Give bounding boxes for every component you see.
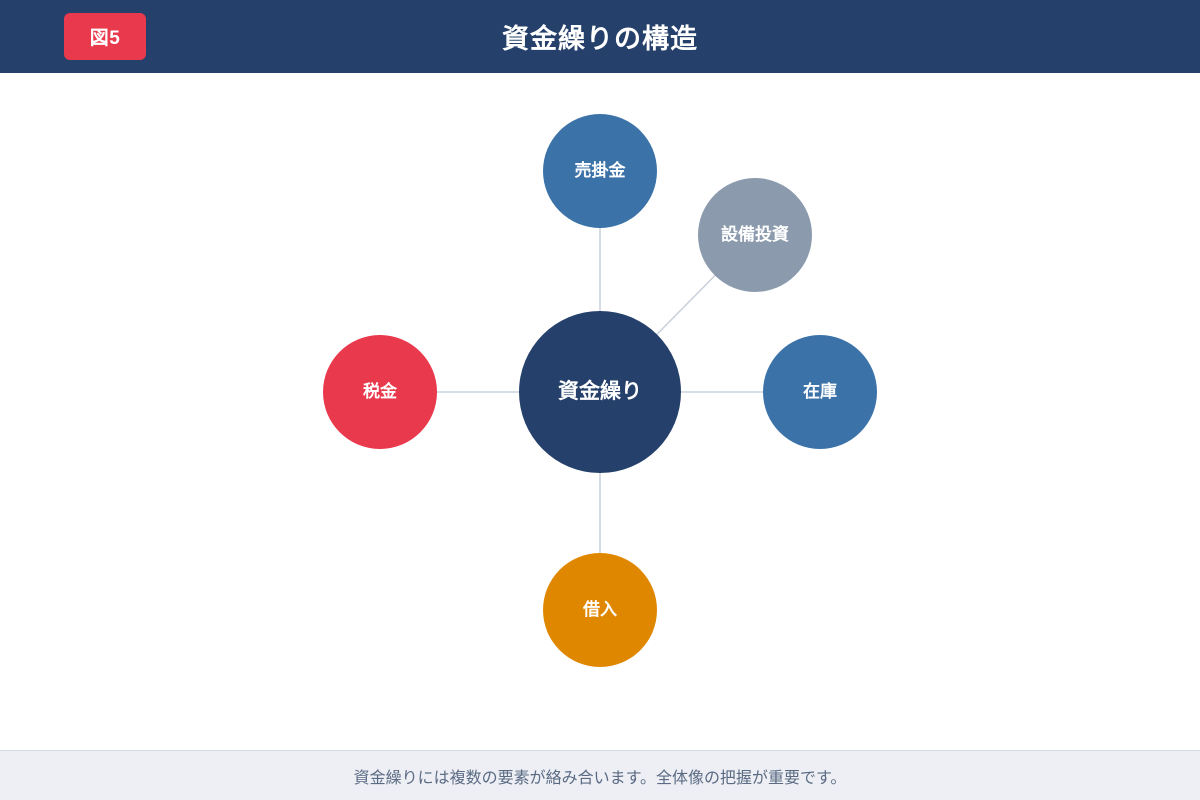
diagram-node-center[interactable]: 資金繰り <box>519 311 681 473</box>
diagram-canvas: 売掛金設備投資在庫 税金借入 資金繰り <box>0 73 1200 750</box>
node-label: 借入 <box>583 599 617 619</box>
node-label: 売掛金 <box>574 160 626 180</box>
node-label: 税金 <box>363 381 397 401</box>
header-bar: 図5 資金繰りの構造 <box>0 0 1200 73</box>
node-label: 設備投資 <box>721 224 789 244</box>
diagram-node-satellite-1[interactable]: 設備投資 <box>698 178 812 292</box>
diagram-node-satellite-2[interactable]: 在庫 <box>763 335 877 449</box>
node-label: 在庫 <box>803 381 837 401</box>
node-label: 資金繰り <box>558 380 642 404</box>
figure-number-badge: 図5 <box>64 13 146 60</box>
diagram-node-satellite-4[interactable]: 借入 <box>543 553 657 667</box>
footer-caption: 資金繰りには複数の要素が絡み合います。全体像の把握が重要です。 <box>353 769 847 787</box>
page-title: 資金繰りの構造 <box>502 24 698 54</box>
diagram-node-satellite-3[interactable]: 税金 <box>323 335 437 449</box>
footer-bar: 資金繰りには複数の要素が絡み合います。全体像の把握が重要です。 <box>0 750 1200 800</box>
diagram-node-satellite-0[interactable]: 売掛金 <box>543 114 657 228</box>
